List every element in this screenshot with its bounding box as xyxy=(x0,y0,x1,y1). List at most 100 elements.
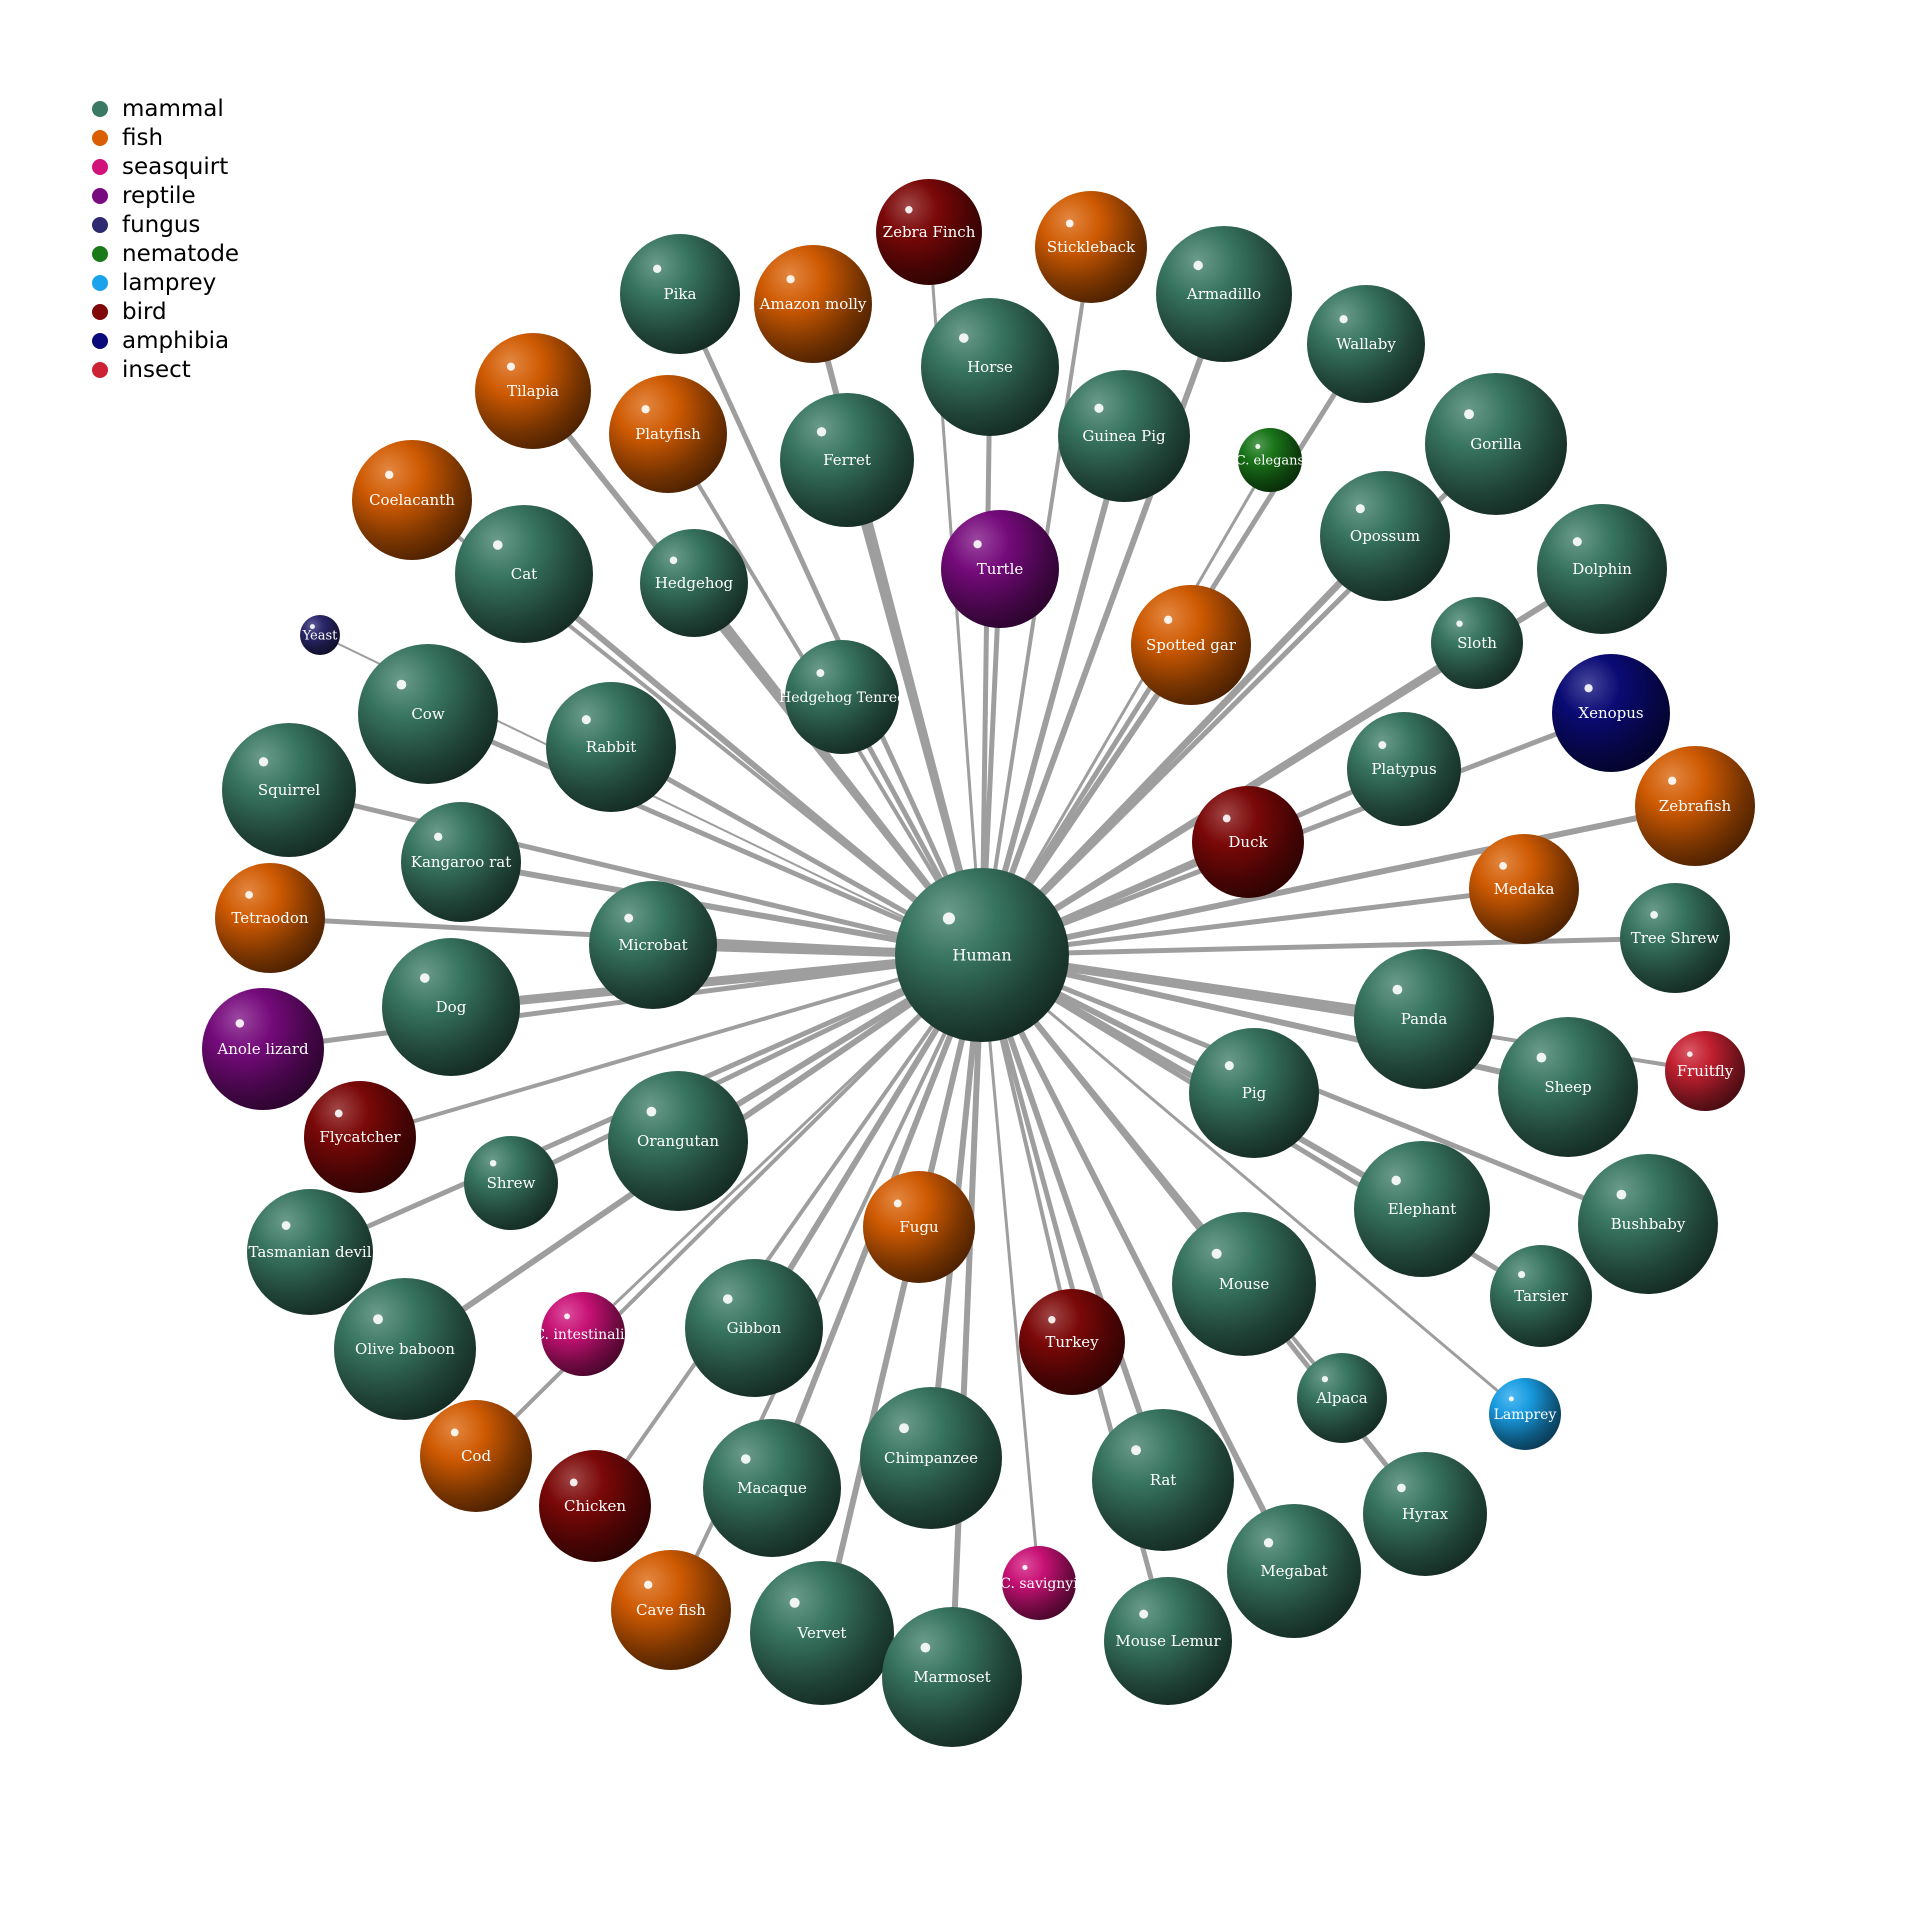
node-mouse-lemur[interactable]: Mouse Lemur xyxy=(1104,1577,1232,1705)
node-sphere xyxy=(382,938,520,1076)
node-amazon-molly[interactable]: Amazon molly xyxy=(754,245,872,363)
edge-anole-lizard xyxy=(262,952,983,1052)
node-highlight xyxy=(653,264,662,273)
node-yeast[interactable]: Yeast xyxy=(300,615,340,655)
node-mouse[interactable]: Mouse xyxy=(1172,1212,1316,1356)
node-sphere xyxy=(1347,712,1461,826)
node-gibbon[interactable]: Gibbon xyxy=(685,1259,823,1397)
node-cow[interactable]: Cow xyxy=(358,644,498,784)
node-c-savignyi[interactable]: C. savignyi xyxy=(1000,1546,1078,1620)
node-bushbaby[interactable]: Bushbaby xyxy=(1578,1154,1718,1294)
node-tetraodon[interactable]: Tetraodon xyxy=(215,863,325,973)
node-pig[interactable]: Pig xyxy=(1189,1028,1319,1158)
node-dolphin[interactable]: Dolphin xyxy=(1537,504,1667,634)
node-highlight xyxy=(281,1221,291,1230)
node-armadillo[interactable]: Armadillo xyxy=(1156,226,1292,362)
edge-flycatcher xyxy=(359,953,983,1139)
node-tasmanian-devil[interactable]: Tasmanian devil xyxy=(247,1189,373,1315)
node-label: Pig xyxy=(1242,1084,1267,1102)
legend-swatch xyxy=(92,332,108,349)
node-highlight xyxy=(506,362,516,371)
node-horse[interactable]: Horse xyxy=(921,298,1059,436)
node-sphere xyxy=(1320,471,1450,601)
node-platyfish[interactable]: Platyfish xyxy=(609,375,727,493)
node-wallaby[interactable]: Wallaby xyxy=(1307,285,1425,403)
node-sphere xyxy=(941,510,1059,628)
node-chimpanzee[interactable]: Chimpanzee xyxy=(860,1387,1002,1529)
node-sphere xyxy=(464,1136,558,1230)
node-microbat[interactable]: Microbat xyxy=(589,881,717,1009)
node-shrew[interactable]: Shrew xyxy=(464,1136,558,1230)
node-tarsier[interactable]: Tarsier xyxy=(1490,1245,1592,1347)
node-cod[interactable]: Cod xyxy=(420,1400,532,1512)
node-dog[interactable]: Dog xyxy=(382,938,520,1076)
node-hedgehog-tenrec[interactable]: Hedgehog Tenrec xyxy=(779,640,905,754)
node-highlight xyxy=(1139,1609,1149,1619)
node-ferret[interactable]: Ferret xyxy=(780,393,914,527)
node-sloth[interactable]: Sloth xyxy=(1431,597,1523,689)
node-kangaroo-rat[interactable]: Kangaroo rat xyxy=(401,802,521,922)
node-xenopus[interactable]: Xenopus xyxy=(1552,654,1670,772)
node-gorilla[interactable]: Gorilla xyxy=(1425,373,1567,515)
node-zebrafish[interactable]: Zebrafish xyxy=(1635,746,1755,866)
node-label: Hedgehog Tenrec xyxy=(779,690,905,706)
node-marmoset[interactable]: Marmoset xyxy=(882,1607,1022,1747)
node-pika[interactable]: Pika xyxy=(620,234,740,354)
node-sphere xyxy=(247,1189,373,1315)
node-opossum[interactable]: Opossum xyxy=(1320,471,1450,601)
node-stickleback[interactable]: Stickleback xyxy=(1035,191,1147,303)
node-chicken[interactable]: Chicken xyxy=(539,1450,651,1562)
node-flycatcher[interactable]: Flycatcher xyxy=(304,1081,416,1193)
node-coelacanth[interactable]: Coelacanth xyxy=(352,440,472,560)
node-label: Cow xyxy=(411,705,445,723)
node-hedgehog[interactable]: Hedgehog xyxy=(640,529,748,637)
node-label: Tree Shrew xyxy=(1631,929,1720,947)
node-label: Olive baboon xyxy=(355,1340,455,1358)
node-sheep[interactable]: Sheep xyxy=(1498,1017,1638,1157)
node-tree-shrew[interactable]: Tree Shrew xyxy=(1620,883,1730,993)
node-squirrel[interactable]: Squirrel xyxy=(222,723,356,857)
node-medaka[interactable]: Medaka xyxy=(1469,834,1579,944)
node-sphere xyxy=(1035,191,1147,303)
legend-swatch xyxy=(92,129,108,146)
node-rabbit[interactable]: Rabbit xyxy=(546,682,676,812)
node-anole-lizard[interactable]: Anole lizard xyxy=(202,988,324,1110)
node-alpaca[interactable]: Alpaca xyxy=(1297,1353,1387,1443)
node-guinea-pig[interactable]: Guinea Pig xyxy=(1058,370,1190,502)
node-turtle[interactable]: Turtle xyxy=(941,510,1059,628)
node-spotted-gar[interactable]: Spotted gar xyxy=(1131,585,1251,705)
node-megabat[interactable]: Megabat xyxy=(1227,1504,1361,1638)
edge-opossum xyxy=(979,533,1388,958)
node-label: Anole lizard xyxy=(216,1040,309,1058)
node-highlight xyxy=(740,1454,751,1464)
node-cat[interactable]: Cat xyxy=(455,505,593,643)
node-elephant[interactable]: Elephant xyxy=(1354,1141,1490,1277)
edge-zebrafish xyxy=(981,803,1696,958)
node-rat[interactable]: Rat xyxy=(1092,1409,1234,1551)
node-panda[interactable]: Panda xyxy=(1354,949,1494,1089)
node-label: Dolphin xyxy=(1572,560,1632,578)
node-zebra-finch[interactable]: Zebra Finch xyxy=(876,179,982,285)
node-tilapia[interactable]: Tilapia xyxy=(475,333,591,449)
legend-item-mammal: mammal xyxy=(92,94,239,123)
node-human[interactable]: Human xyxy=(895,868,1069,1042)
node-lamprey[interactable]: Lamprey xyxy=(1489,1378,1561,1450)
node-olive-baboon[interactable]: Olive baboon xyxy=(334,1278,476,1420)
node-macaque[interactable]: Macaque xyxy=(703,1419,841,1557)
node-orangutan[interactable]: Orangutan xyxy=(608,1071,748,1211)
node-c-elegans[interactable]: C. elegans xyxy=(1236,428,1304,492)
node-platypus[interactable]: Platypus xyxy=(1347,712,1461,826)
node-fugu[interactable]: Fugu xyxy=(863,1171,975,1283)
node-vervet[interactable]: Vervet xyxy=(750,1561,894,1705)
node-highlight xyxy=(1584,684,1593,693)
node-duck[interactable]: Duck xyxy=(1192,786,1304,898)
node-c-intestinalis[interactable]: C. intestinalis xyxy=(534,1292,632,1376)
node-fruitfly[interactable]: Fruitfly xyxy=(1665,1031,1745,1111)
node-turkey[interactable]: Turkey xyxy=(1019,1289,1125,1395)
node-label: Horse xyxy=(967,358,1013,376)
node-cave-fish[interactable]: Cave fish xyxy=(611,1550,731,1670)
node-label: Coelacanth xyxy=(369,491,455,509)
node-hyrax[interactable]: Hyrax xyxy=(1363,1452,1487,1576)
legend-swatch xyxy=(92,187,108,204)
